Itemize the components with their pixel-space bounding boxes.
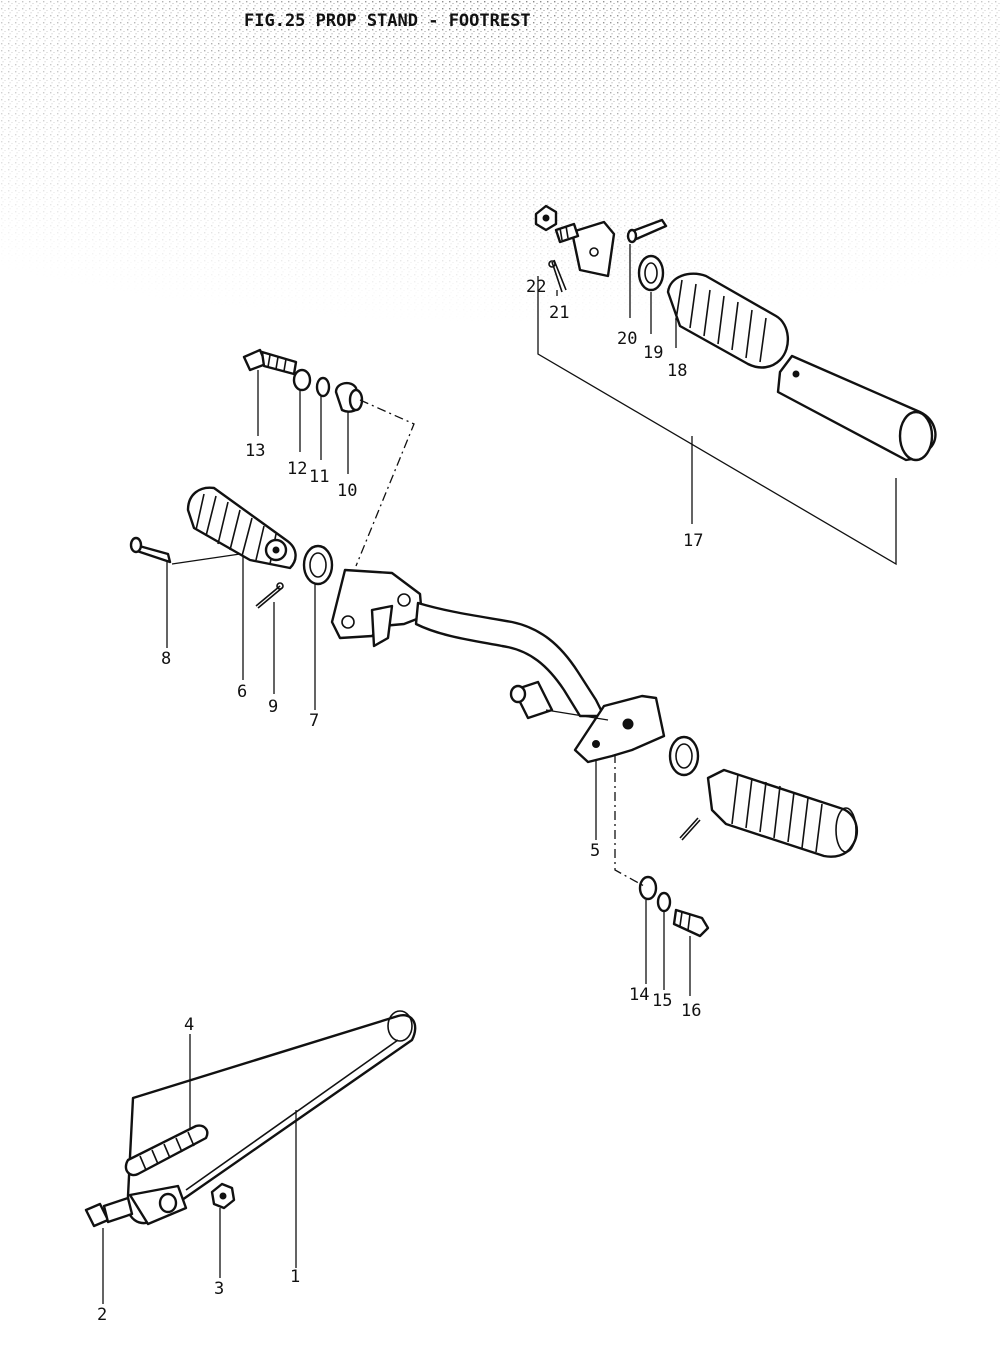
part-16-bolt	[672, 908, 710, 938]
part-7-washer	[302, 544, 334, 586]
callout-19: 19	[643, 343, 663, 363]
part-5-footrest-bar	[330, 568, 666, 764]
callout-18: 18	[667, 361, 687, 381]
callout-5: 5	[590, 841, 600, 861]
callout-17: 17	[683, 531, 703, 551]
callout-13: 13	[245, 441, 265, 461]
part-15-lock-washer	[656, 891, 672, 913]
callout-20: 20	[617, 329, 637, 349]
part-20-pin	[626, 218, 668, 244]
part-19-washer	[637, 254, 665, 292]
callout-2: 2	[97, 1305, 107, 1325]
scan-noise	[0, 0, 1000, 360]
callout-7: 7	[309, 711, 319, 731]
callout-12: 12	[287, 459, 307, 479]
figure-title: FIG.25 PROP STAND - FOOTREST	[244, 11, 531, 31]
callout-22: 22	[526, 277, 546, 297]
part-6-footrest-rubber	[186, 486, 297, 570]
callout-16: 16	[681, 1001, 701, 1021]
callout-8: 8	[161, 649, 171, 669]
callout-labels: 1 2 3 4 5 6 7 8 9 10 11 12 13 14 15 16 1…	[97, 277, 703, 1325]
leader-lines	[102, 244, 897, 1304]
callout-6: 6	[237, 682, 247, 702]
part-1-prop-stand	[126, 1010, 417, 1226]
part-2-bolt	[84, 1196, 134, 1228]
part-21-cotter-pin	[548, 259, 567, 293]
part-18-footrest-rubber	[666, 272, 789, 369]
callout-3: 3	[214, 1279, 224, 1299]
footrest-bracket-upper	[554, 220, 616, 278]
part-22-nut	[534, 204, 558, 232]
part-3-nut	[210, 1182, 236, 1210]
callout-4: 4	[184, 1015, 194, 1035]
part-14-washer	[638, 875, 658, 901]
callout-1: 1	[290, 1267, 300, 1287]
center-lines	[355, 399, 645, 887]
part-13-bolt	[242, 348, 298, 376]
part-17-footrest-assembly	[776, 354, 937, 462]
part-12-lock-washer	[292, 368, 312, 392]
cotter-pin-right	[679, 817, 701, 841]
part-8-pin	[129, 536, 172, 564]
part-10-collar	[334, 381, 364, 413]
part-11-washer	[315, 376, 331, 398]
callout-11: 11	[309, 467, 329, 487]
callout-21: 21	[549, 303, 569, 323]
washer-right	[668, 735, 700, 777]
callout-10: 10	[337, 481, 357, 501]
callout-14: 14	[629, 985, 649, 1005]
part-4-spring	[124, 1124, 209, 1177]
footrest-rubber-right	[706, 768, 859, 858]
part-9-cotter-pin	[255, 582, 284, 609]
callout-9: 9	[268, 697, 278, 717]
callout-15: 15	[652, 991, 672, 1011]
